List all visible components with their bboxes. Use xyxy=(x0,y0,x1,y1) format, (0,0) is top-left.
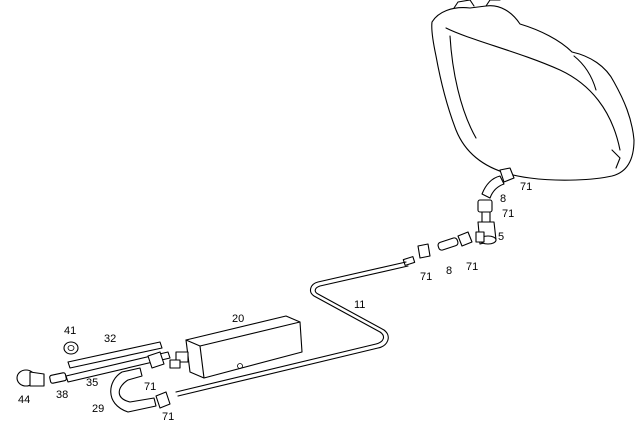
callout-71: 71 xyxy=(520,181,532,193)
hose-clamp xyxy=(499,167,515,183)
grommet-41 xyxy=(63,341,79,355)
hose-clamp xyxy=(147,351,165,369)
callout-8: 8 xyxy=(446,265,452,277)
hose-clamp xyxy=(417,243,431,259)
pipe-32 xyxy=(67,341,163,369)
valve-5 xyxy=(475,199,497,245)
sleeve-38 xyxy=(49,372,67,384)
callout-32: 32 xyxy=(104,333,116,345)
callout-71: 71 xyxy=(466,261,478,273)
callout-44: 44 xyxy=(18,394,30,406)
callout-71: 71 xyxy=(420,271,432,283)
callout-71: 71 xyxy=(502,208,514,220)
callout-29: 29 xyxy=(92,403,104,415)
fuel-line-11 xyxy=(175,261,409,397)
charcoal-canister-20 xyxy=(169,315,303,379)
callout-38: 38 xyxy=(56,389,68,401)
hose-clamp xyxy=(155,391,171,409)
callout-20: 20 xyxy=(232,313,244,325)
pipe-35 xyxy=(65,351,171,383)
fuel-tank xyxy=(431,0,635,181)
tank-outlet-hose xyxy=(481,167,515,199)
callout-71: 71 xyxy=(162,411,174,423)
callout-35: 35 xyxy=(86,377,98,389)
hose-clamp xyxy=(457,231,473,247)
callout-11: 11 xyxy=(354,299,365,311)
callout-41: 41 xyxy=(64,325,76,337)
connector-44 xyxy=(16,369,45,387)
callout-8: 8 xyxy=(500,193,506,205)
hose-8-assembly xyxy=(402,231,473,266)
callout-71: 71 xyxy=(144,381,156,393)
callout-5: 5 xyxy=(498,231,504,243)
hose-29 xyxy=(110,367,157,413)
